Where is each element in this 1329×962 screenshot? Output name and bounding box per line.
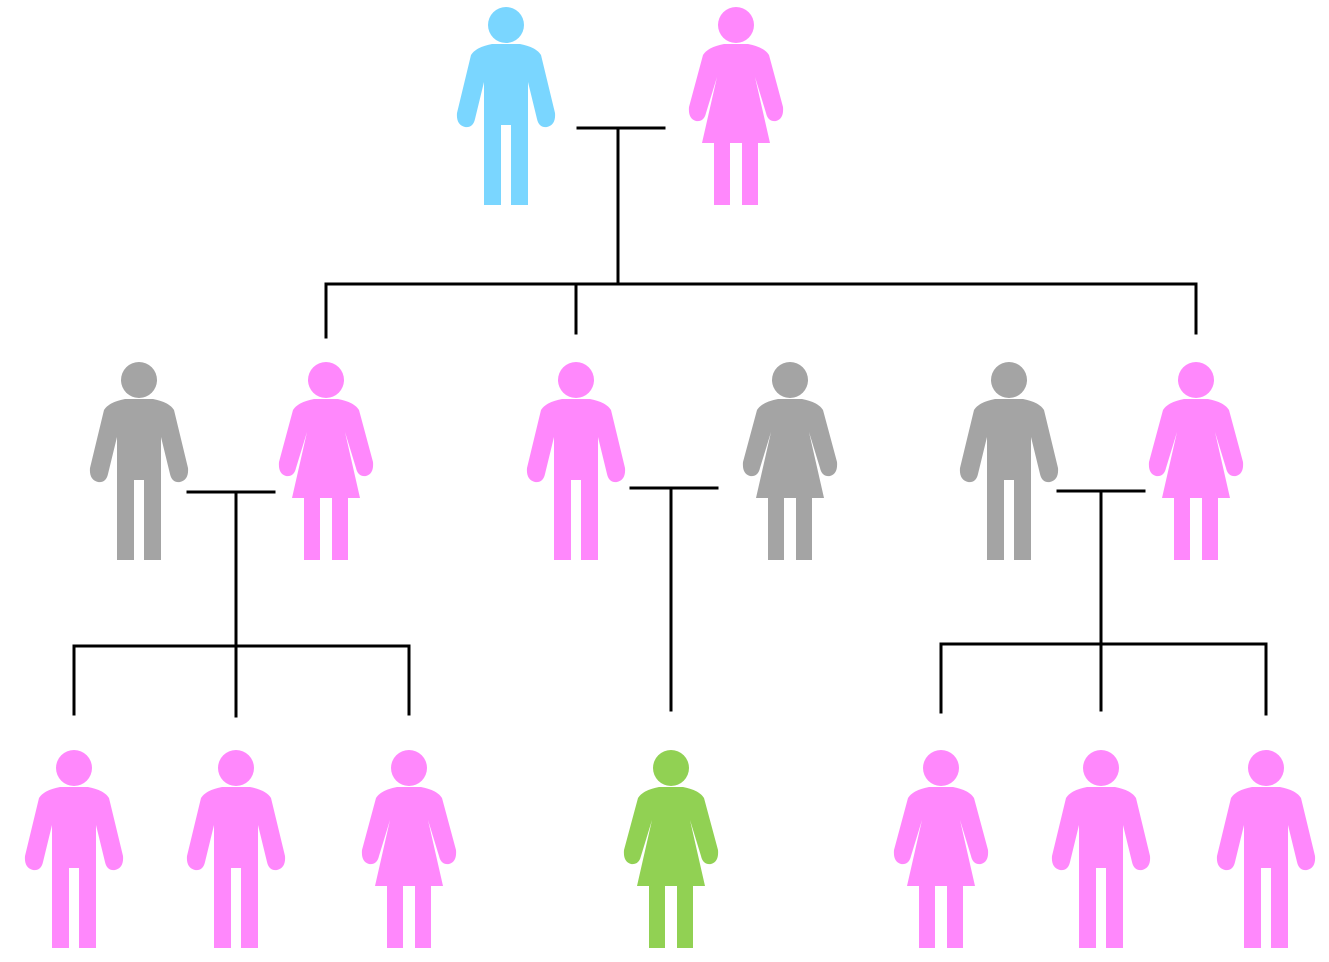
person-male-icon [456,7,556,205]
person-male-icon [526,362,626,560]
person-female-icon [361,750,457,948]
person-male-icon [959,362,1059,560]
connector-lines [72,126,1268,718]
person-female-icon [278,362,374,560]
person-male-icon [89,362,189,560]
person-female-icon [742,362,838,560]
person-female-icon [688,7,784,205]
person-female-icon [1148,362,1244,560]
people-layer [24,7,1316,948]
person-female-icon [623,750,719,948]
person-male-icon [1216,750,1316,948]
person-male-icon [24,750,124,948]
person-male-icon [1051,750,1151,948]
person-female-icon [893,750,989,948]
person-male-icon [186,750,286,948]
